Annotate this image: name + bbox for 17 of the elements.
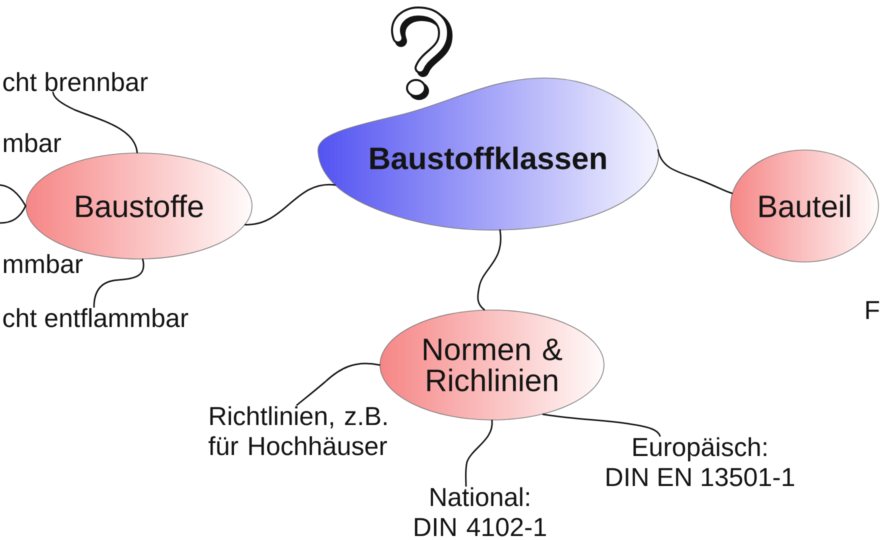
connector-line: [657, 149, 733, 194]
connector-line: [465, 420, 493, 487]
connector-line: [296, 362, 380, 406]
connector-line: [0, 184, 26, 207]
leaf-text: Europäisch: DIN EN 13501-1: [606, 437, 794, 486]
connector-line: [477, 229, 502, 310]
connector-line: [542, 414, 661, 437]
leaf-text: cht brennbar: [3, 72, 148, 92]
connector-line: [93, 258, 144, 308]
leaf-text: F: [866, 301, 880, 319]
connector-line: [52, 92, 138, 154]
leaf-text: mbar: [4, 133, 62, 152]
leaf-text: cht entflammbar: [3, 308, 188, 328]
connector-line: [0, 205, 26, 224]
topic-bubble: Baustoffklassen: [318, 78, 659, 230]
leaf-text: National: DIN 4102-1: [414, 487, 546, 536]
connector-line: [244, 184, 336, 226]
